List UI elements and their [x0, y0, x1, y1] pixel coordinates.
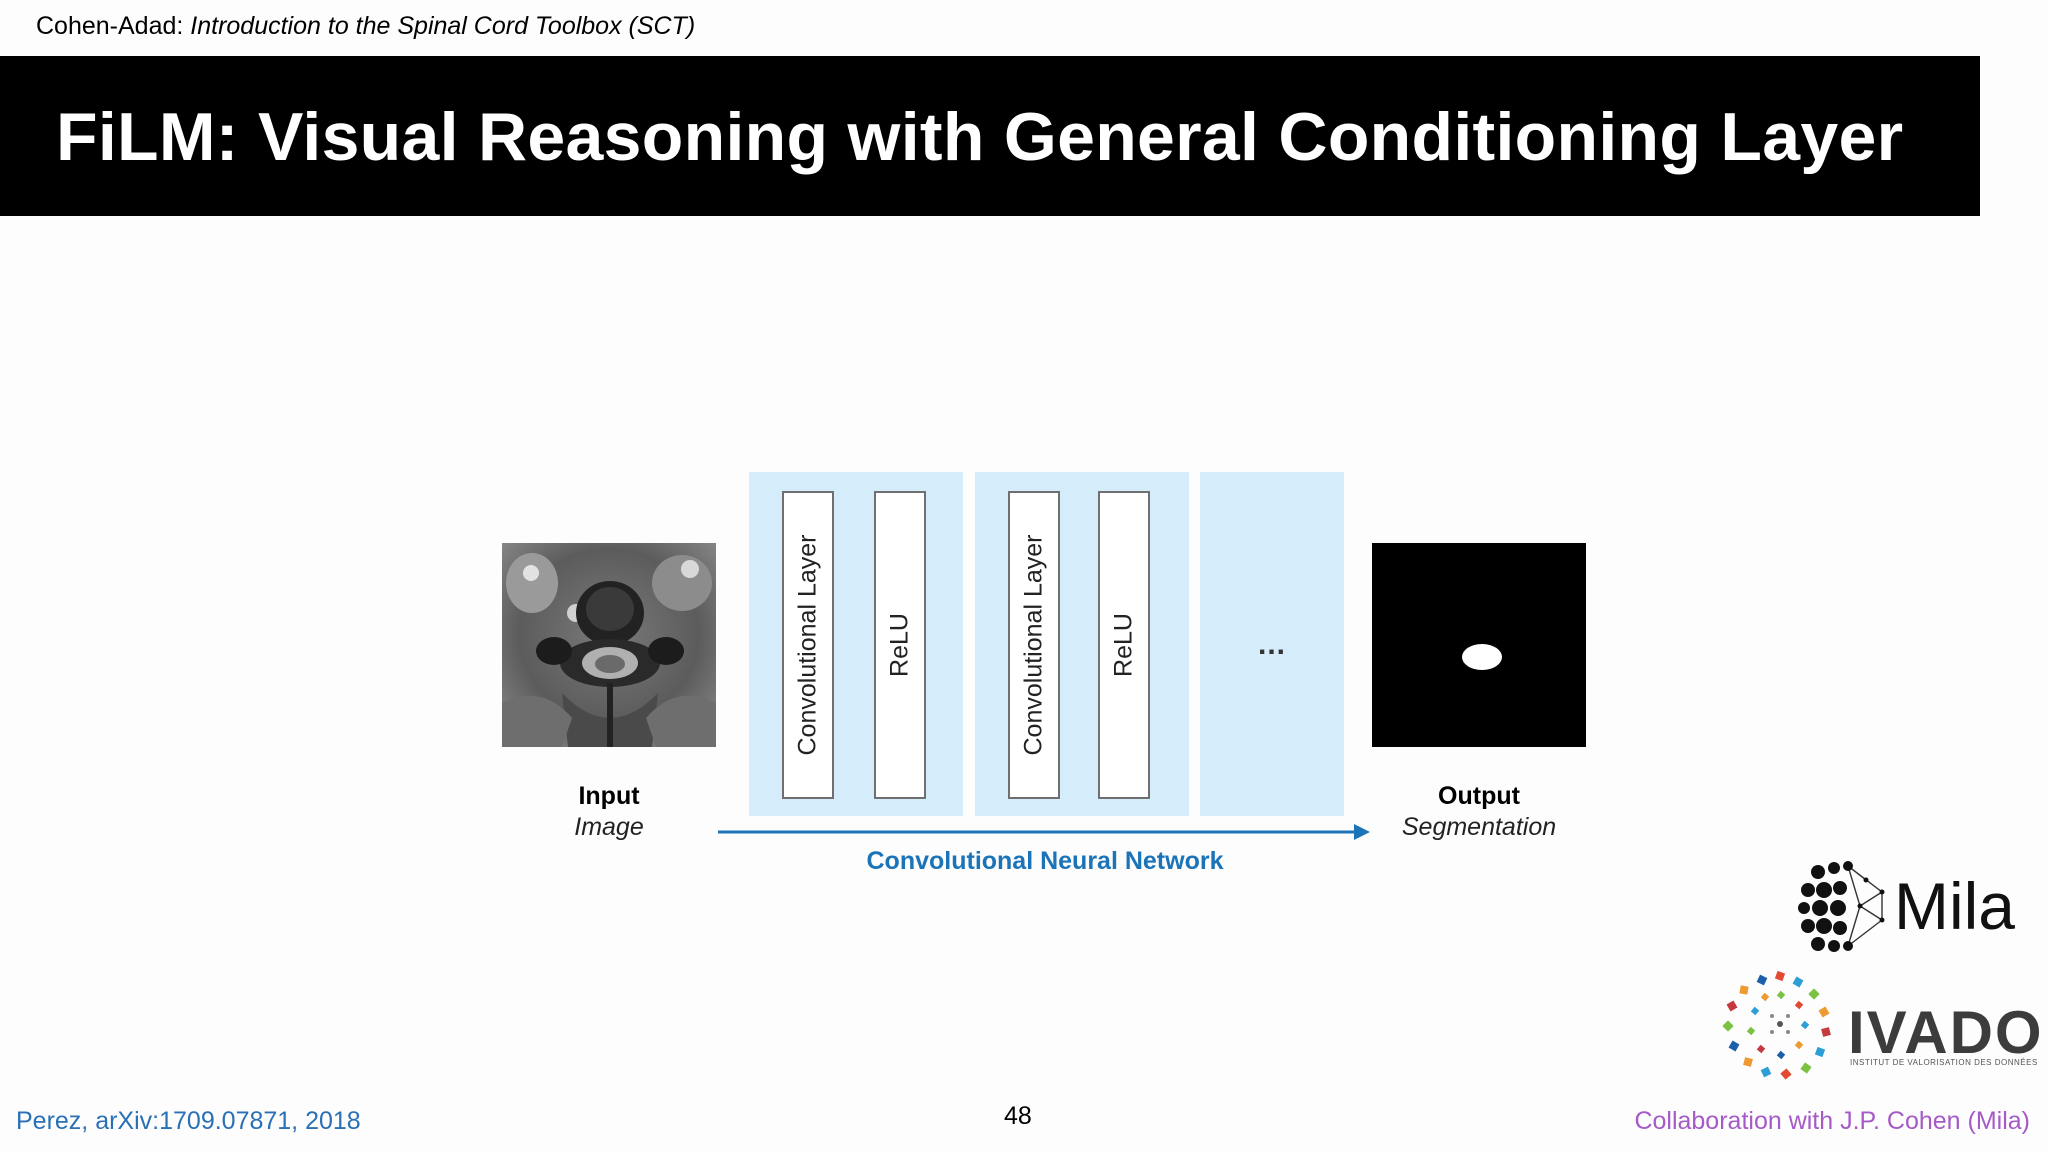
input-subcaption: Image: [574, 813, 644, 841]
output-segmentation-image: [1372, 543, 1586, 747]
cnn-label: Convolutional Neural Network: [866, 847, 1224, 875]
conv-layer-box: Convolutional Layer: [1008, 491, 1060, 799]
header-author: Cohen-Adad:: [36, 12, 184, 40]
output-subcaption: Segmentation: [1401, 813, 1557, 841]
ivado-wordmark: IVADO: [1848, 999, 2044, 1066]
layer-label: Convolutional Layer: [793, 534, 822, 756]
conv-layer-box: Convolutional Layer: [782, 491, 834, 799]
mila-wordmark: Mila: [1894, 869, 2016, 943]
layer-label: Convolutional Layer: [1019, 534, 1048, 756]
ellipsis-label: ...: [1257, 628, 1286, 661]
collaboration-note: Collaboration with J.P. Cohen (Mila): [1634, 1107, 2030, 1135]
page-number: 48: [1004, 1102, 1032, 1130]
ivado-tagline: INSTITUT DE VALORISATION DES DONNÉES: [1850, 1058, 2038, 1067]
input-mri-image: [502, 543, 716, 747]
relu-layer-box: ReLU: [874, 491, 926, 799]
title-bar: [0, 56, 1980, 216]
input-caption: Input: [578, 782, 640, 810]
relu-layer-box: ReLU: [1098, 491, 1150, 799]
mila-logo-icon: [1798, 861, 1885, 952]
output-caption: Output: [1438, 782, 1520, 810]
layer-label: ReLU: [885, 613, 914, 677]
header-course: Introduction to the Spinal Cord Toolbox …: [190, 12, 696, 40]
slide-title: FiLM: Visual Reasoning with General Cond…: [56, 99, 1904, 175]
ellipsis-panel: [1200, 472, 1344, 816]
cnn-arrow: [718, 824, 1370, 840]
reference-citation: Perez, arXiv:1709.07871, 2018: [16, 1107, 361, 1135]
ivado-logo-icon: [1722, 970, 1831, 1080]
layer-label: ReLU: [1109, 613, 1138, 677]
header-line: Cohen-Adad: Introduction to the Spinal C…: [36, 12, 695, 41]
